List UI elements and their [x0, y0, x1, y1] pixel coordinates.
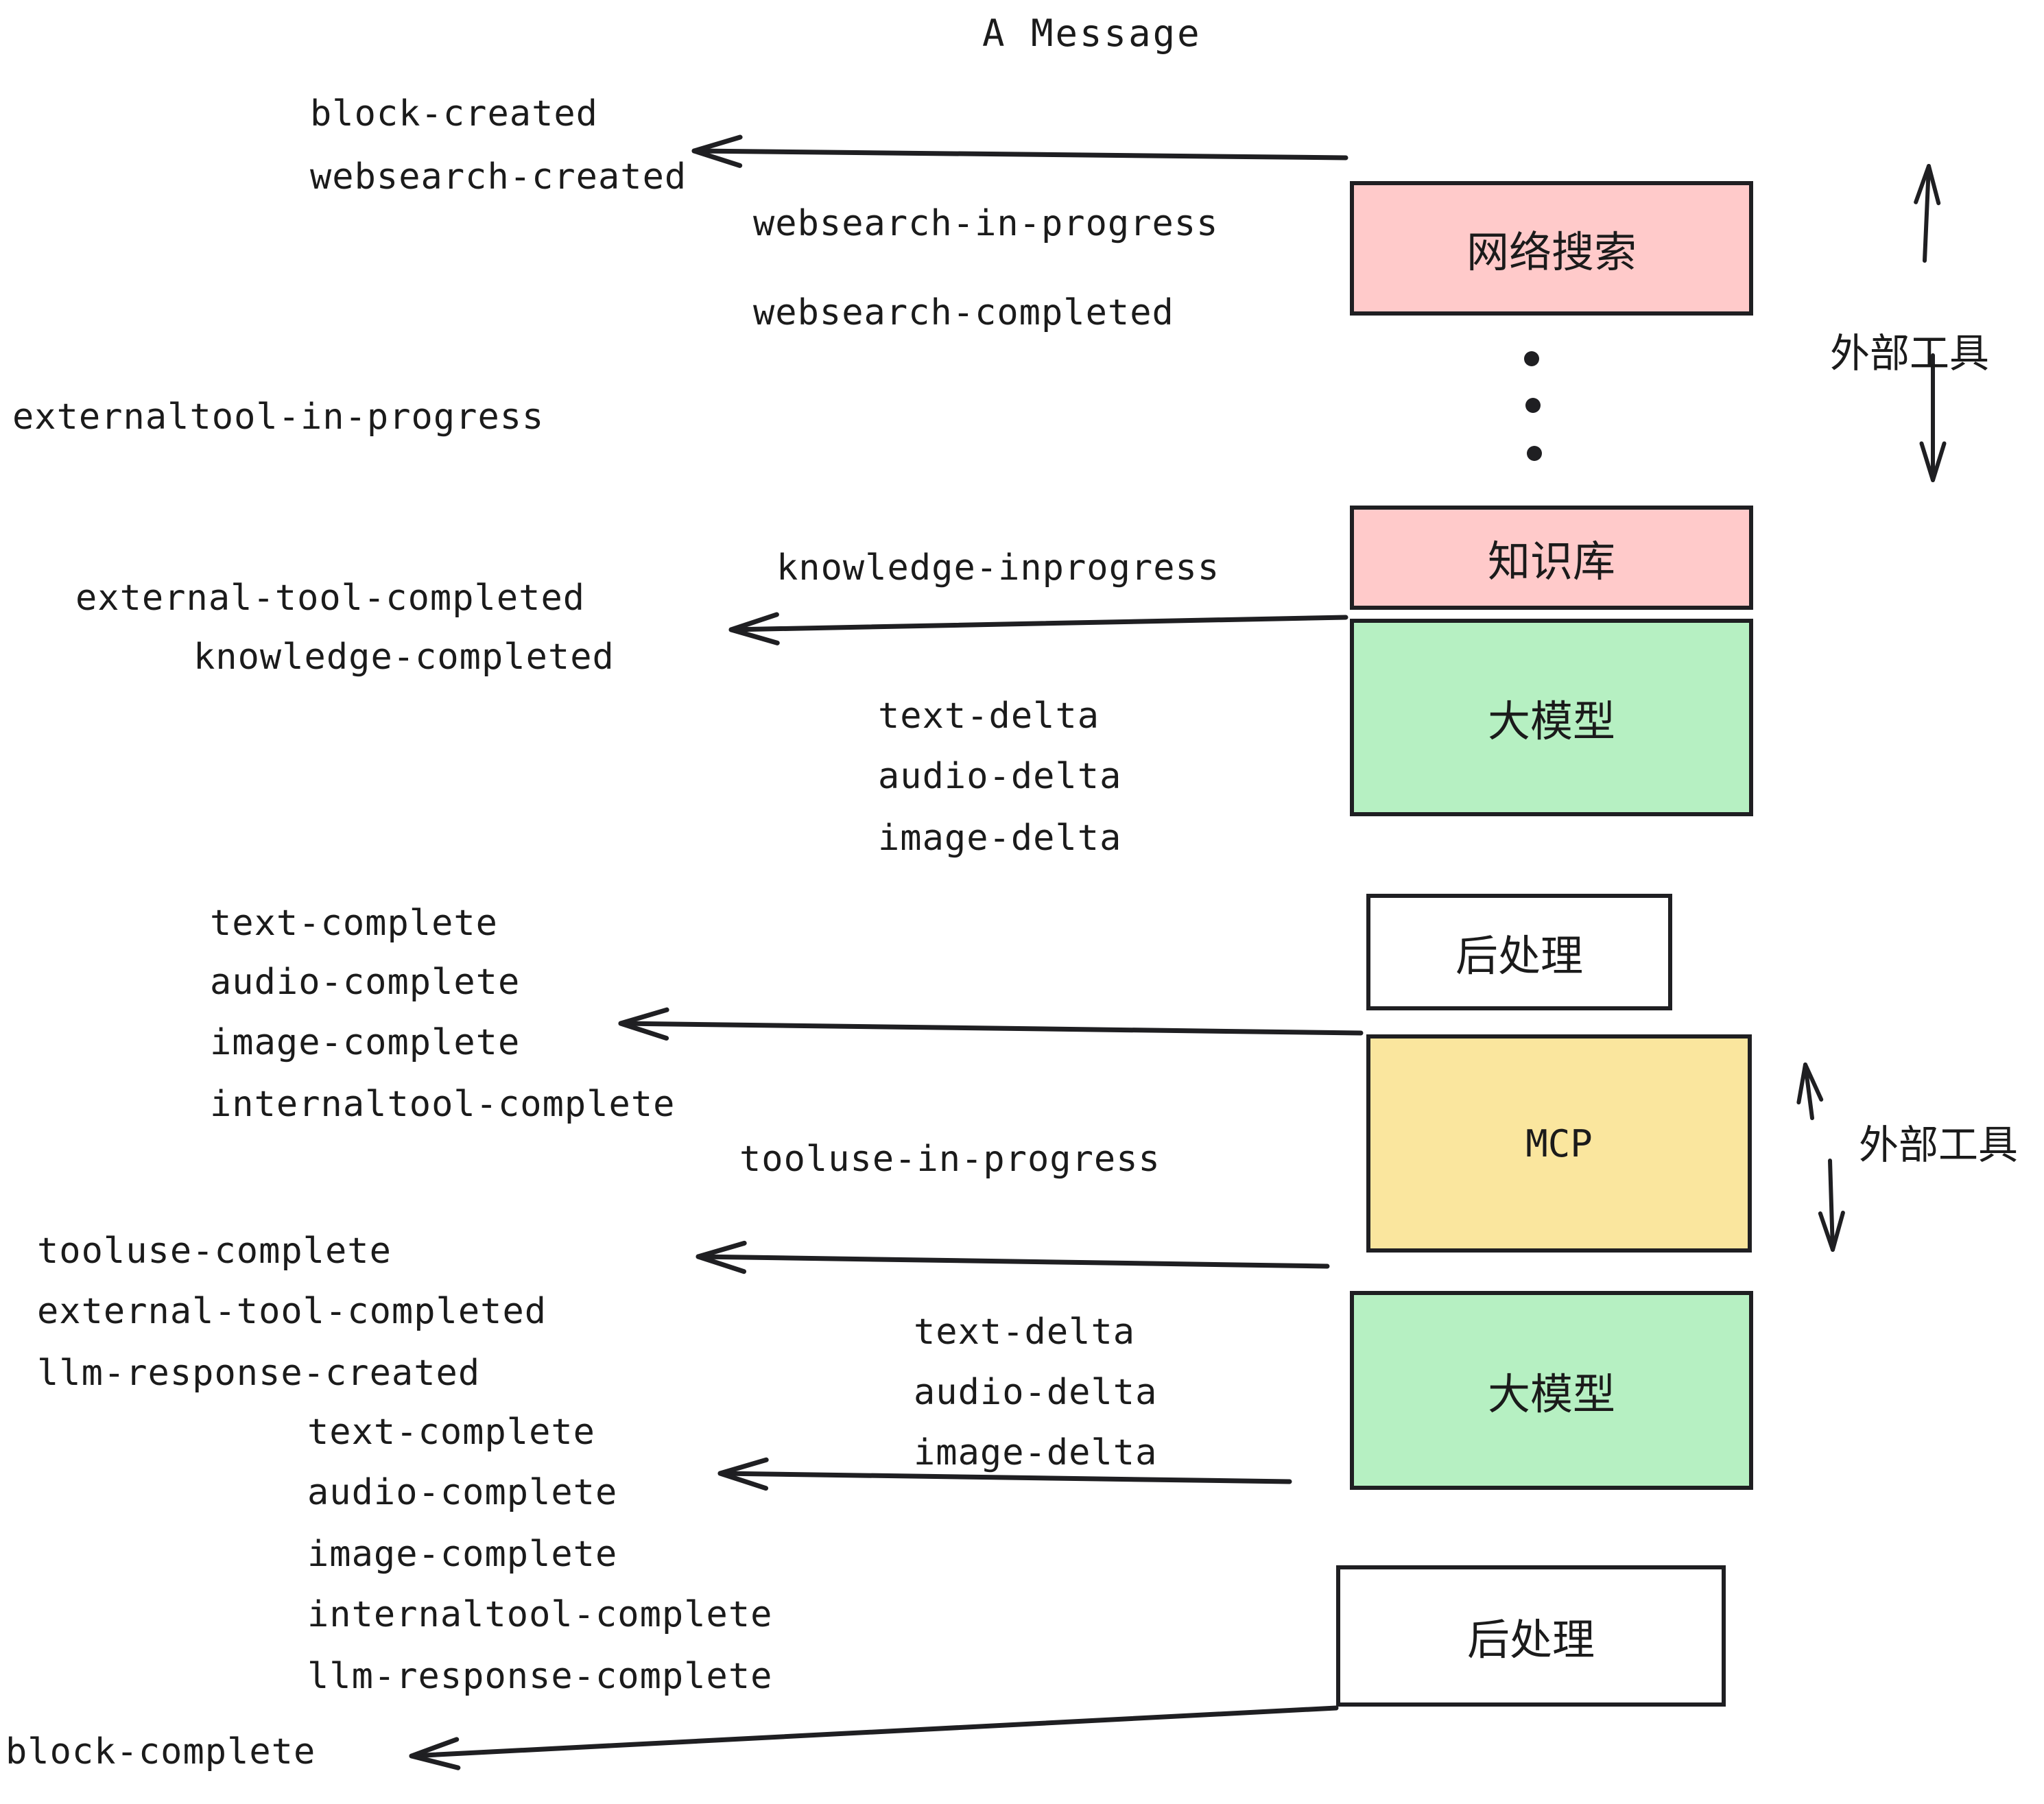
- event-label: text-delta: [914, 1312, 1136, 1353]
- arrow-block-created-shaft: [691, 148, 1348, 161]
- ext-tools-bottom-up-shaft: [1803, 1063, 1814, 1120]
- ellipsis-dot: [1527, 446, 1542, 461]
- event-label: external-tool-completed: [37, 1291, 547, 1332]
- event-label: websearch-created: [310, 156, 687, 198]
- arrow-audio-complete-shaft: [717, 1471, 1292, 1484]
- arrow-knowledge-completed-shaft: [728, 615, 1348, 632]
- event-label: image-delta: [878, 818, 1122, 859]
- event-label: tooluse-in-progress: [739, 1139, 1161, 1180]
- node-postprocess-top: 后处理: [1366, 894, 1672, 1010]
- node-knowledge: 知识库: [1350, 506, 1753, 610]
- event-label: externaltool-in-progress: [12, 396, 545, 438]
- node-websearch: 网络搜索: [1350, 181, 1753, 316]
- ext-tools-bottom-down-head: [1818, 1211, 1845, 1252]
- node-llm-bottom: 大模型: [1350, 1291, 1753, 1490]
- ext-tools-bottom-up-head: [1796, 1063, 1824, 1105]
- event-label: knowledge-completed: [193, 637, 615, 678]
- arrow-tooluse-complete-shaft: [696, 1254, 1330, 1269]
- event-label: knowledge-inprogress: [776, 547, 1220, 589]
- event-label: internaltool-complete: [210, 1084, 676, 1125]
- event-label: block-complete: [5, 1731, 316, 1772]
- event-label: external-tool-completed: [75, 578, 586, 619]
- node-llm-top: 大模型: [1350, 619, 1753, 816]
- event-label: block-created: [310, 93, 598, 134]
- event-label: internaltool-complete: [307, 1594, 773, 1635]
- event-label: tooluse-complete: [37, 1231, 392, 1272]
- arrow-block-created-head: [691, 134, 743, 168]
- arrow-block-complete-head: [409, 1737, 461, 1770]
- arrow-knowledge-completed-head: [728, 612, 780, 645]
- event-label: audio-complete: [210, 962, 521, 1003]
- arrow-audio-complete-head: [717, 1457, 769, 1491]
- event-label: image-delta: [914, 1432, 1158, 1473]
- arrow-image-complete-shaft: [618, 1021, 1364, 1036]
- event-label: llm-response-created: [37, 1353, 481, 1394]
- event-label: audio-delta: [914, 1372, 1158, 1413]
- arrow-block-complete-shaft: [409, 1705, 1339, 1759]
- node-postprocess-bottom: 后处理: [1336, 1565, 1726, 1707]
- event-label: text-complete: [210, 903, 498, 944]
- event-label: audio-complete: [307, 1472, 618, 1513]
- ext-tools-top-up-shaft: [1923, 164, 1931, 263]
- group-label-external-tools-top: 外部工具: [1830, 330, 1990, 377]
- diagram-title: A Message: [982, 12, 1202, 55]
- event-label: websearch-completed: [753, 292, 1174, 333]
- ext-tools-top-down-head: [1919, 441, 1947, 482]
- event-label: llm-response-complete: [307, 1656, 773, 1697]
- ext-tools-top-up-head: [1914, 164, 1941, 206]
- event-label: audio-delta: [878, 756, 1122, 797]
- ellipsis-dot: [1525, 398, 1541, 413]
- event-label: text-delta: [878, 696, 1100, 737]
- ext-tools-bottom-down-shaft: [1828, 1159, 1835, 1252]
- ellipsis-dot: [1524, 351, 1539, 366]
- arrow-image-complete-head: [618, 1007, 669, 1041]
- group-label-external-tools-bottom: 外部工具: [1859, 1121, 2019, 1168]
- event-label: image-complete: [307, 1534, 618, 1575]
- event-label: websearch-in-progress: [753, 203, 1219, 244]
- node-mcp: MCP: [1366, 1034, 1752, 1253]
- event-label: image-complete: [210, 1022, 521, 1063]
- arrow-tooluse-complete-head: [696, 1240, 747, 1274]
- event-label: text-complete: [307, 1412, 595, 1453]
